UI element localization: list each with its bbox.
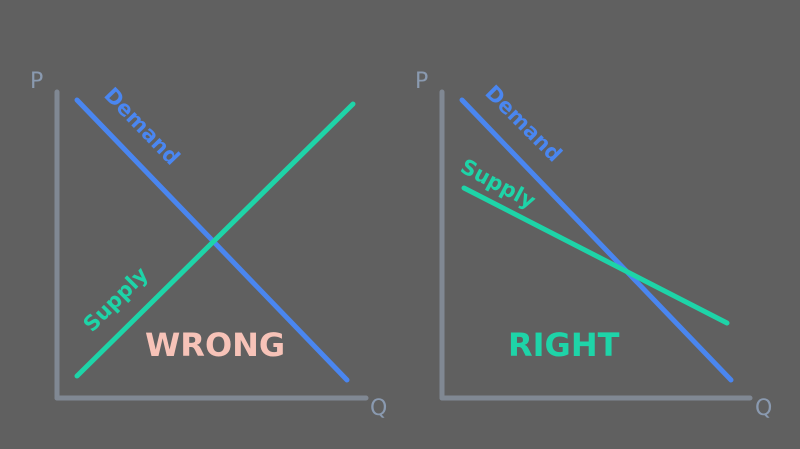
x-axis-label: Q: [755, 396, 772, 421]
y-axis-label: P: [415, 69, 428, 94]
demand-label: Demand: [99, 83, 184, 170]
demand-line: [459, 97, 734, 383]
supply-line: [74, 101, 356, 379]
verdict-right: RIGHT: [508, 326, 620, 364]
verdict-wrong: WRONG: [145, 326, 285, 364]
supply-label: Supply: [79, 262, 153, 336]
y-axis-label: P: [30, 69, 43, 94]
panel-right: P Q Demand Supply RIGHT: [415, 69, 772, 421]
x-axis-label: Q: [370, 396, 387, 421]
panel-wrong: P Q Demand Supply WRONG: [30, 69, 387, 421]
supply-line: [461, 185, 730, 326]
demand-label: Demand: [480, 81, 566, 167]
